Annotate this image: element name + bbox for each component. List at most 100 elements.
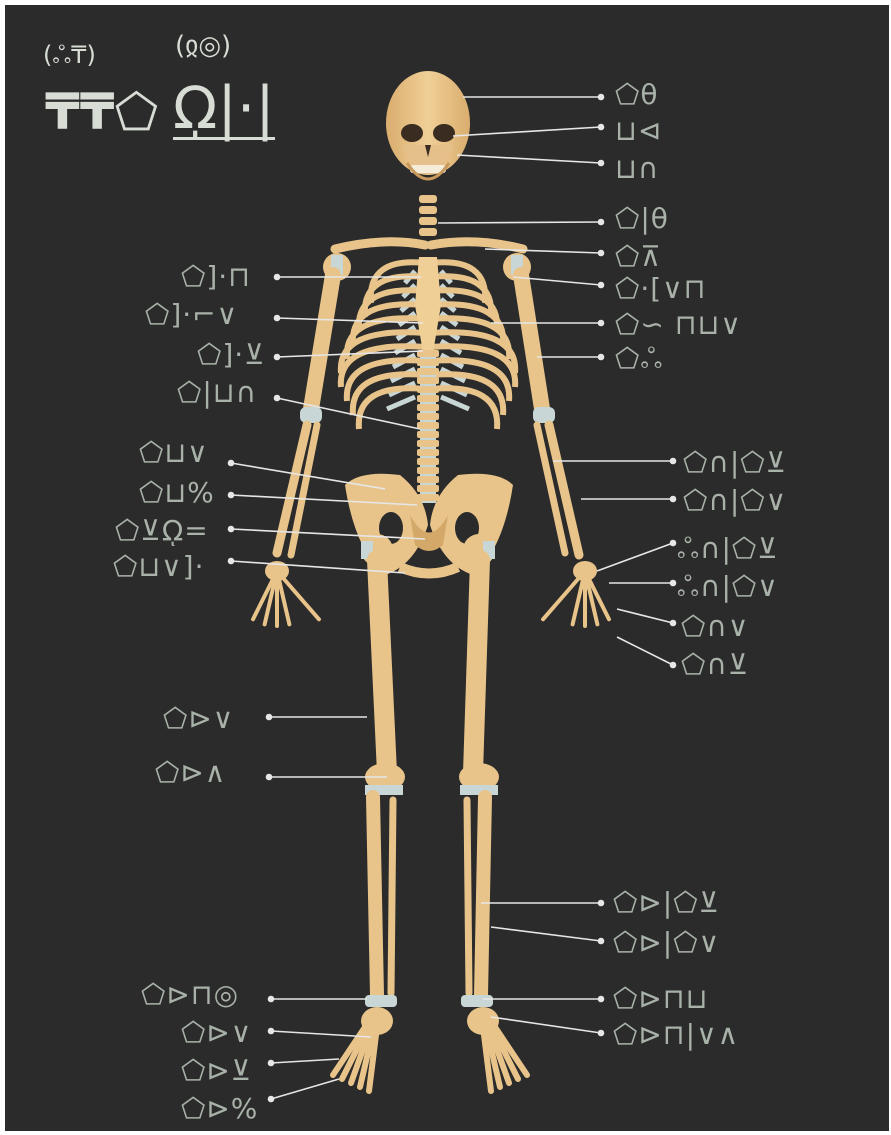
- label-right-11: ஃ∩|⬠⊻: [677, 535, 779, 563]
- skull: [386, 71, 470, 179]
- label-right-10: ⬠∩|⬠∨: [683, 487, 787, 515]
- leader-line: [597, 543, 673, 571]
- intervertebral-disc: [420, 375, 436, 377]
- label-left-3: ⬠]·⊻: [197, 341, 266, 369]
- label-right-18: ⬠⊳⊓|∨∧: [613, 1021, 739, 1049]
- costal-cartilage: [387, 397, 415, 409]
- leader-dot: [599, 997, 604, 1002]
- leader-line: [491, 927, 601, 941]
- label-right-17: ⬠⊳⊓⊔: [613, 985, 709, 1013]
- label-right-7: ⬠∽ ⊓⊔∨: [615, 311, 742, 339]
- leader-dot: [599, 125, 604, 130]
- intervertebral-disc: [420, 483, 436, 485]
- leader-dot: [599, 1031, 604, 1036]
- leader-dot: [229, 559, 234, 564]
- cervical-spine: [419, 195, 437, 236]
- leader-dot: [269, 997, 274, 1002]
- leader-dot: [269, 1029, 274, 1034]
- leader-dot: [229, 461, 234, 466]
- title-main-text: ₸₸⬠: [45, 87, 158, 137]
- leader-dot: [599, 161, 604, 166]
- label-left-8: ⬠⊔∨]·: [113, 553, 205, 581]
- leader-line: [271, 1059, 339, 1063]
- leader-dot: [275, 355, 280, 360]
- leader-dot: [269, 1061, 274, 1066]
- leader-line: [617, 637, 673, 665]
- intervertebral-disc: [420, 501, 436, 503]
- label-left-9: ⬠⊳∨: [163, 705, 234, 733]
- intervertebral-disc: [420, 456, 436, 458]
- leader-dot: [671, 621, 676, 626]
- leader-dot: [671, 459, 676, 464]
- intervertebral-disc: [420, 465, 436, 467]
- leader-line: [617, 609, 673, 623]
- vertebra: [417, 458, 439, 465]
- intervertebral-disc: [420, 438, 436, 440]
- left-arm: [277, 275, 333, 555]
- costal-cartilage: [441, 397, 469, 409]
- vertebra: [417, 485, 439, 492]
- vertebral-column: [417, 350, 439, 503]
- label-left-13: ⬠⊳⊻: [181, 1057, 252, 1085]
- vertebra: [417, 386, 439, 393]
- leader-dot: [599, 220, 604, 225]
- leader-dot: [269, 1097, 274, 1102]
- label-left-11: ⬠⊳⊓◎: [141, 981, 239, 1009]
- title-icon-caption: (ჲ◎): [175, 33, 231, 59]
- anatomy-board: (ஃ₸) ₸₸⬠ (ჲ◎) ῼ|·| ⬠]·⊓ ⬠]·⌐∨ ⬠]·⊻ ⬠|⊔∩ …: [5, 5, 889, 1131]
- title-small-caption: (ஃ₸): [43, 43, 96, 67]
- leader-dot: [267, 715, 272, 720]
- leader-dot: [275, 316, 280, 321]
- leader-dot: [671, 663, 676, 668]
- vertebra: [417, 476, 439, 483]
- label-right-12: ஃ∩|⬠∨: [677, 573, 779, 601]
- intervertebral-disc: [420, 447, 436, 449]
- left-leg: [361, 534, 405, 1007]
- intervertebral-disc: [420, 492, 436, 494]
- leader-line: [271, 1031, 371, 1037]
- title-icon-glyph: ῼ|·|: [173, 79, 275, 140]
- vertebra: [417, 395, 439, 402]
- intervertebral-disc: [420, 357, 436, 359]
- vertebra: [417, 440, 439, 447]
- intervertebral-disc: [420, 393, 436, 395]
- leader-dot: [599, 283, 604, 288]
- leader-line: [457, 155, 601, 163]
- label-left-10: ⬠⊳∧: [155, 759, 226, 787]
- vertebra: [417, 413, 439, 420]
- intervertebral-disc: [420, 366, 436, 368]
- sternum: [415, 257, 441, 353]
- label-right-8: ⬠ஃ: [615, 345, 663, 373]
- leader-line: [277, 351, 423, 357]
- leader-dot: [671, 581, 676, 586]
- label-left-5: ⬠⊔∨: [139, 439, 209, 467]
- label-right-15: ⬠⊳|⬠⊻: [613, 889, 720, 917]
- label-right-4: ⬠|θ: [615, 205, 669, 233]
- intervertebral-disc: [420, 411, 436, 413]
- vertebra: [417, 368, 439, 375]
- leader-dot: [275, 396, 280, 401]
- right-leg: [459, 534, 499, 1007]
- intervertebral-disc: [420, 420, 436, 422]
- vertebra: [417, 422, 439, 429]
- label-left-7: ⬠⊻ῼ=: [115, 517, 209, 545]
- vertebra: [417, 449, 439, 456]
- leader-dot: [671, 497, 676, 502]
- leader-line: [271, 1079, 339, 1099]
- leader-dot: [275, 275, 280, 280]
- leader-dot: [599, 901, 604, 906]
- label-left-12: ⬠⊳∨: [181, 1019, 252, 1047]
- intervertebral-disc: [420, 402, 436, 404]
- label-right-5: ⬠⊼: [615, 243, 662, 271]
- label-right-9: ⬠∩|⬠⊻: [683, 449, 787, 477]
- leader-line: [438, 222, 601, 223]
- label-left-1: ⬠]·⊓: [181, 263, 251, 291]
- leader-dot: [599, 321, 604, 326]
- right-arm: [521, 275, 579, 555]
- leader-dot: [267, 775, 272, 780]
- leader-dot: [599, 251, 604, 256]
- vertebra: [417, 431, 439, 438]
- vertebra: [417, 404, 439, 411]
- leader-dot: [599, 355, 604, 360]
- intervertebral-disc: [420, 474, 436, 476]
